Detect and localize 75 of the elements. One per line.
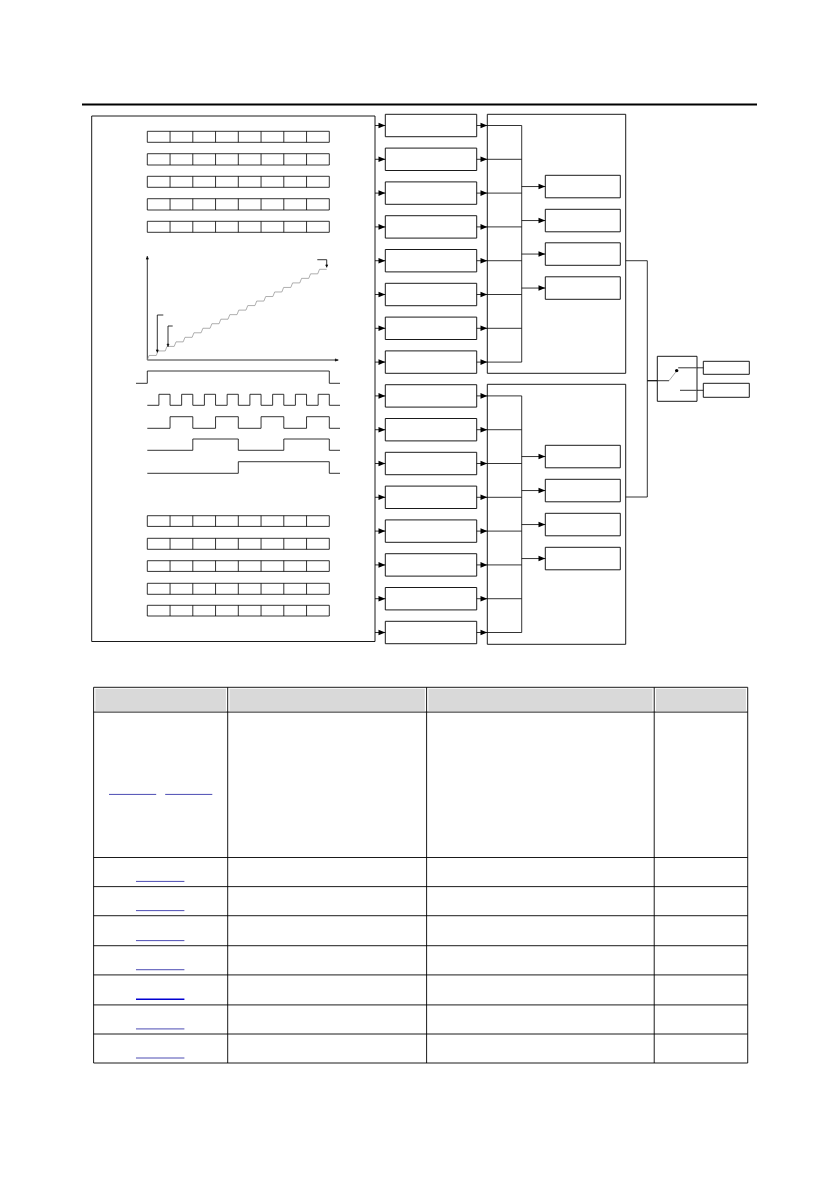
arrow	[476, 426, 488, 433]
block-box	[384, 147, 478, 171]
inner-box	[544, 512, 621, 537]
arrow	[374, 190, 386, 196]
inner-box	[544, 208, 621, 233]
panel-frame	[91, 115, 376, 642]
arrow	[521, 453, 546, 460]
arrow	[476, 494, 488, 501]
block-box	[384, 181, 478, 205]
output-box	[702, 382, 750, 398]
arrow	[476, 291, 488, 298]
group-frame	[486, 113, 627, 374]
arrow	[521, 217, 546, 224]
connector-line	[696, 367, 704, 369]
arrow	[476, 224, 488, 230]
block-box	[384, 350, 478, 374]
arrow	[476, 460, 488, 467]
arrow	[521, 521, 546, 528]
inner-box	[544, 174, 621, 199]
arrow	[374, 528, 386, 534]
arrow	[374, 595, 386, 602]
block-box	[384, 282, 478, 307]
arrow	[476, 257, 488, 264]
arrow	[374, 494, 386, 501]
inner-box	[544, 478, 621, 503]
block-box	[384, 316, 478, 340]
arrow	[476, 562, 488, 568]
group-frame	[486, 383, 627, 645]
arrow	[374, 122, 386, 129]
connector-line	[696, 389, 704, 391]
arrow	[521, 251, 546, 257]
arrow	[476, 122, 488, 129]
arrow	[374, 325, 386, 332]
arrow	[476, 393, 488, 399]
block-box	[384, 249, 478, 273]
inner-box	[544, 242, 621, 266]
arrow	[374, 224, 386, 230]
arrow	[476, 528, 488, 534]
arrow	[476, 190, 488, 196]
block-box	[384, 215, 478, 239]
arrow	[374, 629, 386, 636]
block-box	[384, 519, 478, 543]
arrow	[374, 359, 386, 365]
arrow	[476, 359, 488, 365]
block-box	[384, 553, 478, 577]
block-box	[384, 620, 478, 645]
arrow	[476, 325, 488, 332]
bus-line	[486, 395, 523, 633]
arrow	[374, 257, 386, 264]
inner-box	[544, 276, 621, 300]
arrow	[521, 285, 546, 291]
output-box	[702, 360, 750, 375]
block-box	[384, 587, 478, 611]
switch-box	[656, 355, 698, 402]
inner-box	[544, 546, 621, 571]
block-box	[384, 485, 478, 509]
arrow	[476, 629, 488, 636]
bus-line	[486, 125, 523, 363]
arrow	[374, 460, 386, 467]
arrow	[521, 183, 546, 190]
arrow	[374, 291, 386, 298]
arrow	[374, 393, 386, 399]
arrow	[374, 156, 386, 163]
arrow	[521, 487, 546, 494]
arrow	[521, 555, 546, 562]
block-box	[384, 113, 478, 138]
inner-box	[544, 444, 621, 469]
block-box	[384, 384, 478, 408]
connector-line	[625, 380, 658, 498]
block-box	[384, 451, 478, 476]
arrow	[374, 562, 386, 568]
arrow	[476, 156, 488, 163]
block-box	[384, 418, 478, 442]
arrow	[374, 426, 386, 433]
arrow	[476, 595, 488, 602]
